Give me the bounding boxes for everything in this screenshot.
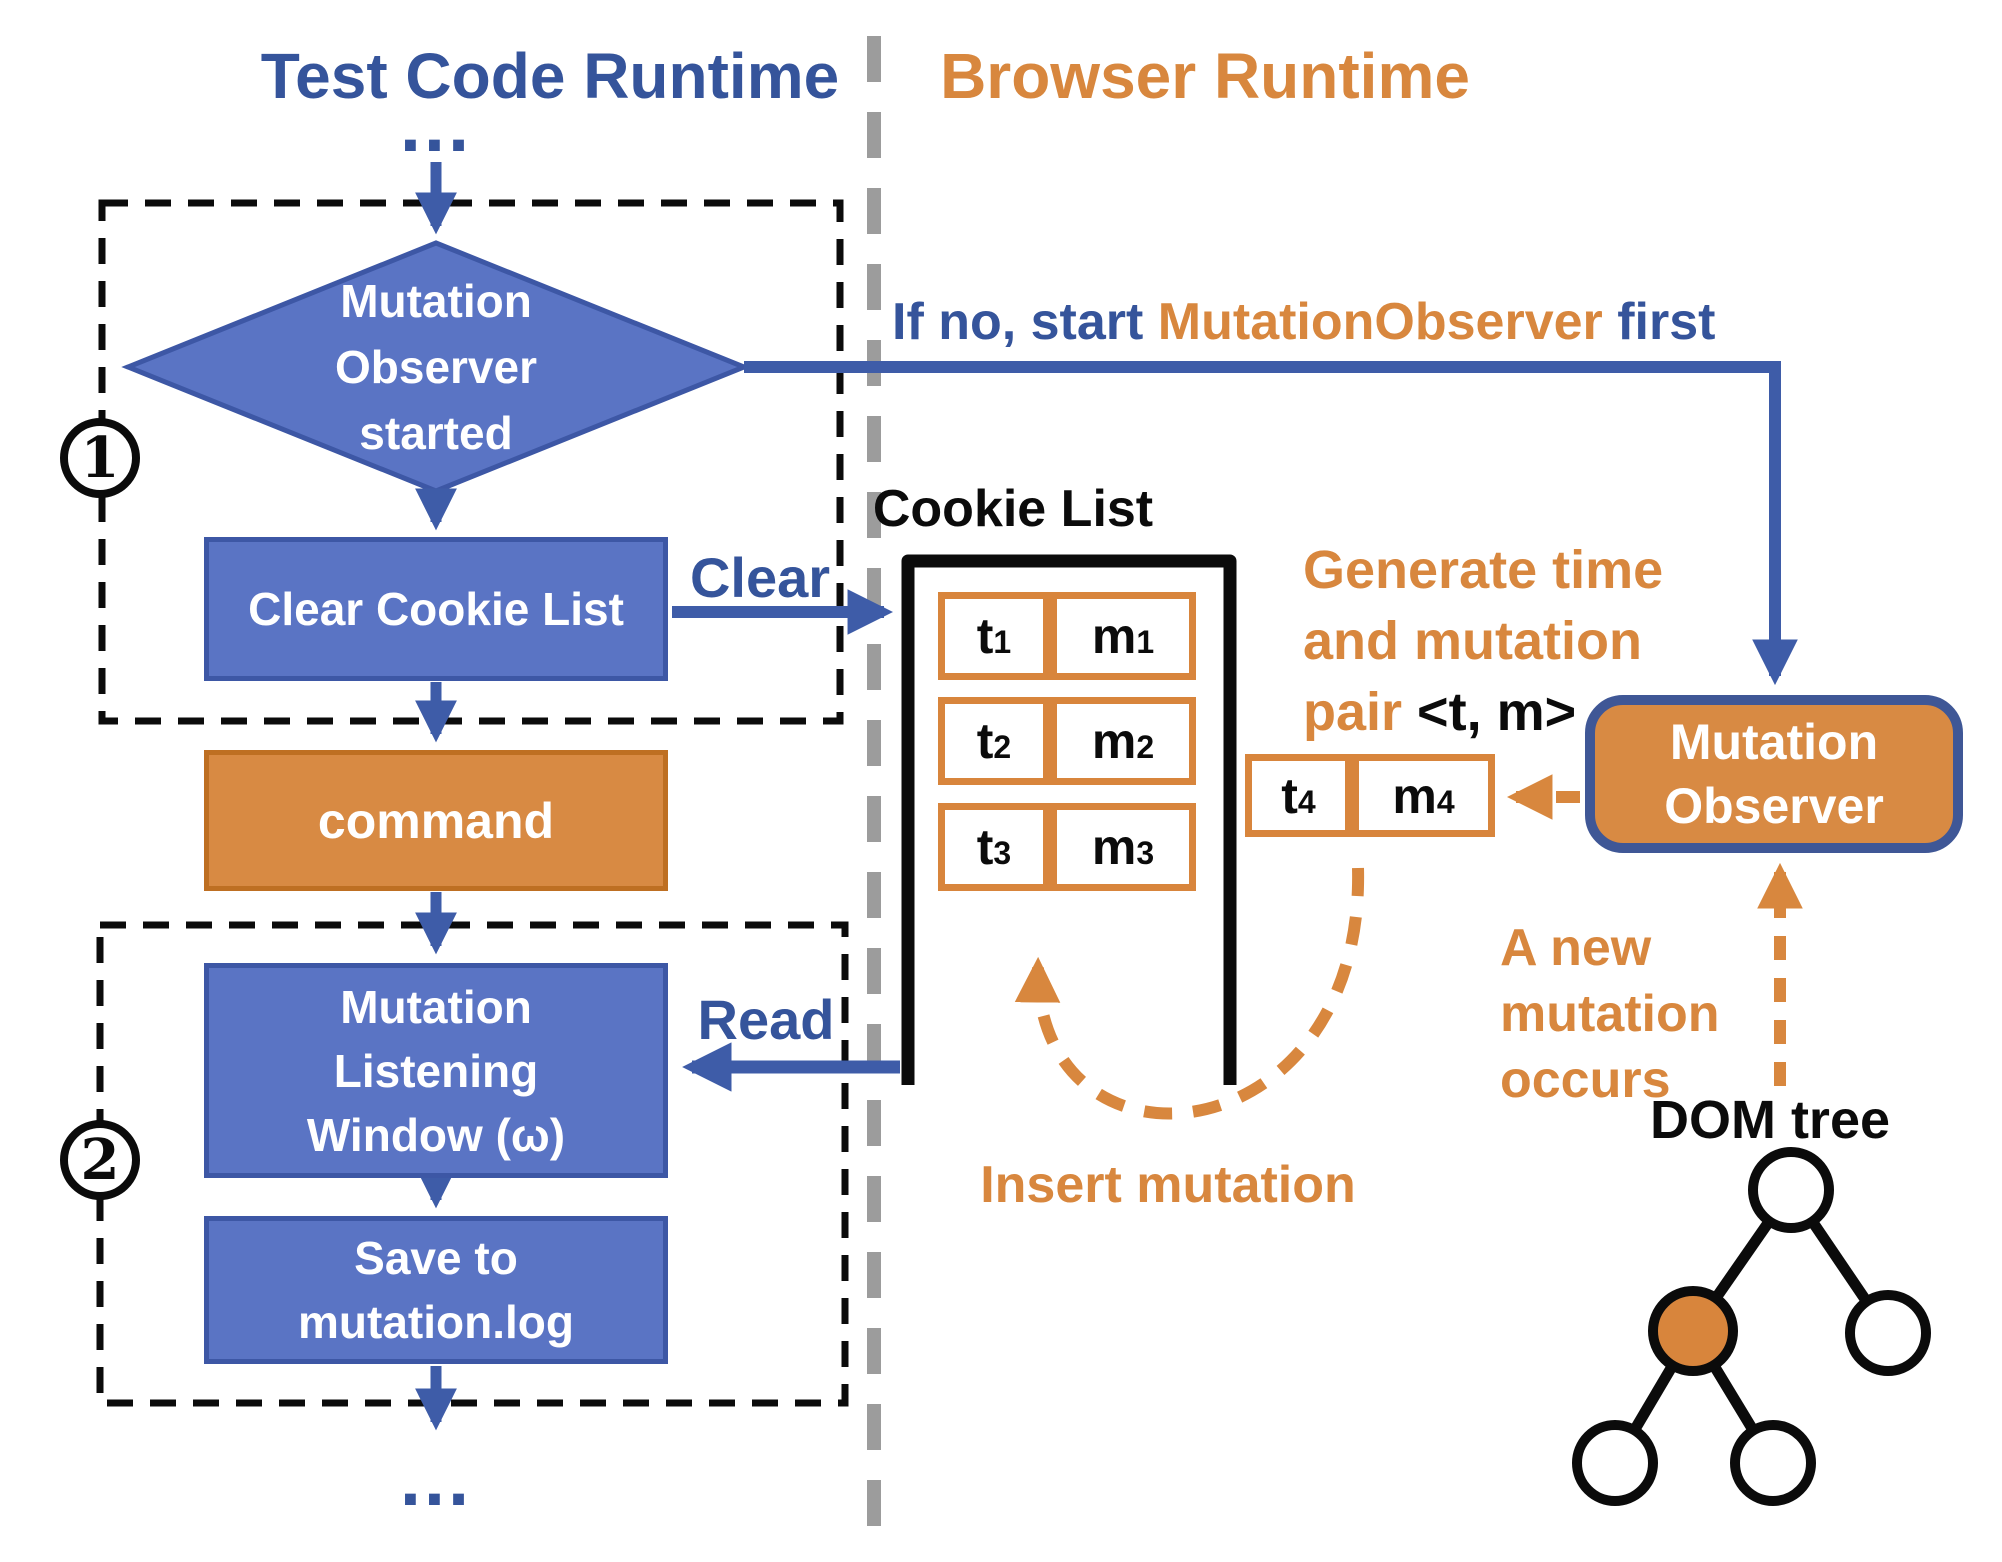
dom-tree	[1572, 1147, 1931, 1506]
clear-cookie-list-box: Clear Cookie List	[204, 537, 668, 681]
generate-line-1: Generate time	[1303, 540, 1664, 600]
mutation-observer-box: Mutation Observer	[1585, 695, 1963, 853]
left-runtime-title-text: Test Code Runtime	[260, 40, 840, 112]
insert-mutation-label-text: Insert mutation	[980, 1156, 1356, 1214]
if-no-suffix: first	[1602, 293, 1716, 351]
flow-continues-top-text: ...	[399, 83, 473, 168]
arrow-if-no-start-observer	[744, 361, 1798, 686]
generated-pair-time-base: t	[1281, 767, 1298, 824]
generate-pair-prefix: pair	[1303, 682, 1418, 742]
clear-cookie-list-label: Clear Cookie List	[248, 583, 624, 635]
observer-line-1: Mutation	[1669, 714, 1879, 770]
observer-line-2: Observer	[1664, 778, 1884, 834]
generate-pair-value: <t, m>	[1417, 682, 1577, 742]
decision-line-1: Mutation	[340, 275, 532, 327]
dom-tree-label: DOM tree	[1620, 1090, 1920, 1150]
flow-continues-bottom-text: ...	[399, 1437, 473, 1522]
step-badge-2: 2	[60, 1120, 140, 1200]
if-no-highlight: MutationObserver	[1157, 293, 1603, 351]
pair-1-mutation-base: m	[1091, 608, 1137, 664]
pair-2-time-base: t	[976, 713, 994, 769]
cookie-list-title-text: Cookie List	[872, 480, 1154, 538]
mutation-listening-window-box: Mutation Listening Window (ω)	[204, 963, 668, 1178]
cookie-list-container	[901, 554, 1237, 1085]
pair-1-time-base: t	[976, 608, 994, 664]
listening-line-1: Mutation	[340, 980, 532, 1033]
pair-3-mutation-base: m	[1091, 819, 1137, 875]
command-box: command	[204, 750, 668, 891]
generate-line-2: and mutation	[1303, 611, 1642, 671]
generated-pair-mutation-base: m	[1392, 767, 1437, 824]
right-runtime-title-text: Browser Runtime	[940, 40, 1470, 112]
generate-line-3: pair <t, m>	[1303, 677, 1663, 748]
pair-2-mutation-base: m	[1091, 713, 1137, 769]
dom-tree-label-text: DOM tree	[1649, 1090, 1891, 1150]
left-runtime-title: Test Code Runtime	[150, 38, 950, 114]
generate-pair-annotation: Generate time and mutation pair <t, m>	[1303, 535, 1663, 748]
read-edge-label: Read	[656, 988, 876, 1051]
if-no-prefix: If no, start	[892, 293, 1158, 351]
decision-line-2: Observer	[334, 341, 537, 393]
flow-continues-bottom: ...	[336, 1437, 536, 1522]
dom-node-right	[1845, 1290, 1931, 1376]
new-mutation-line-2: mutation	[1500, 985, 1720, 1043]
clear-edge-label: Clear	[650, 546, 870, 609]
read-edge-label-text: Read	[697, 987, 835, 1051]
save-line-2: mutation.log	[298, 1296, 574, 1348]
if-no-annotation: If no, start MutationObserver first	[892, 292, 1716, 351]
flow-continues-top: ...	[336, 83, 536, 168]
listening-line-2: Listening	[333, 1044, 539, 1097]
step-badge-1-number: 1	[80, 425, 120, 491]
dom-node-leaf-left	[1572, 1420, 1658, 1506]
dom-node-mutated	[1648, 1286, 1738, 1376]
step-badge-1: 1	[60, 418, 140, 498]
decision-line-3: started	[359, 407, 513, 459]
dom-node-root	[1748, 1147, 1834, 1233]
save-line-1: Save to	[354, 1232, 518, 1284]
arrow-insert-mutation-curve	[1014, 867, 1365, 1120]
save-to-log-box: Save to mutation.log	[204, 1216, 668, 1364]
clear-edge-label-text: Clear	[689, 545, 831, 609]
new-mutation-annotation: A new mutation occurs	[1500, 915, 1720, 1113]
pair-3-time-base: t	[976, 819, 994, 875]
insert-mutation-label: Insert mutation	[958, 1156, 1378, 1214]
right-runtime-title: Browser Runtime	[890, 38, 1520, 114]
dom-node-leaf-right	[1730, 1420, 1816, 1506]
cookie-list-title: Cookie List	[863, 480, 1163, 538]
step-badge-2-number: 2	[80, 1127, 120, 1193]
command-label: command	[317, 792, 555, 849]
listening-line-3: Window (ω)	[306, 1108, 566, 1161]
new-mutation-line-1: A new	[1500, 919, 1652, 977]
new-mutation-line-3: occurs	[1500, 1051, 1671, 1109]
decision-diamond-label: Mutation Observer started	[236, 262, 636, 472]
